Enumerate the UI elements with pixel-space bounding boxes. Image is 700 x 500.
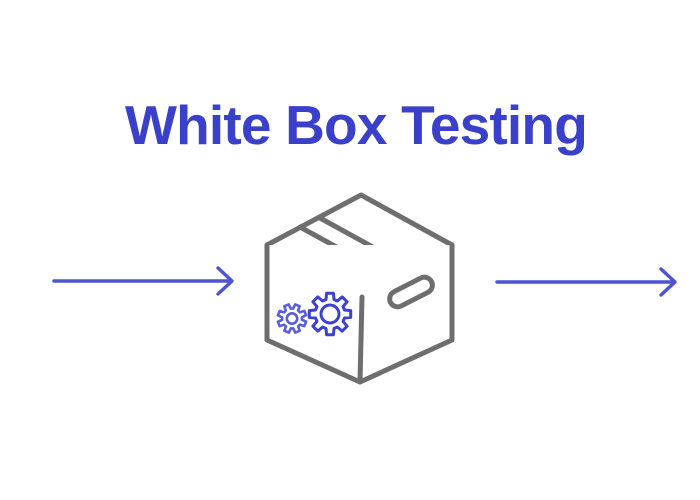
input-flow-arrow (52, 266, 234, 296)
box-front-edge (357, 294, 365, 385)
large-gear-hole (319, 303, 341, 325)
arrowhead-icon (216, 266, 234, 296)
gears-icon (276, 291, 353, 337)
box-handle-icon (387, 274, 435, 310)
output-flow-arrow (495, 267, 677, 297)
arrowhead-icon (659, 267, 677, 297)
page-title: White Box Testing (124, 94, 588, 156)
small-gear-hole (285, 311, 299, 325)
package-box-icon (264, 192, 455, 385)
